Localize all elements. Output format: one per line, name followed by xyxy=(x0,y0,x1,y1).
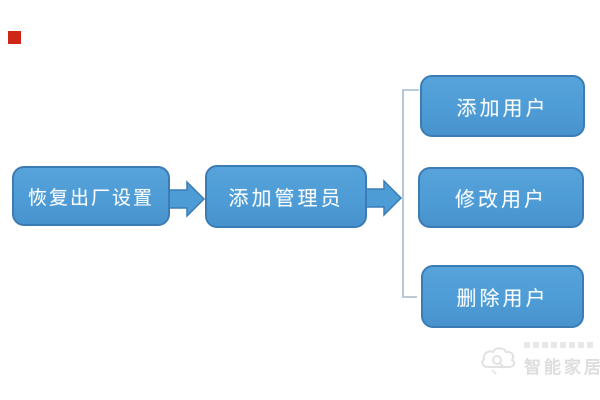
node-label-add-user: 添加用户 xyxy=(456,97,549,120)
watermark-small-text-blur xyxy=(524,342,594,348)
watermark: 智能家居 xyxy=(478,342,600,378)
node-modify-user: 修改用户 xyxy=(418,167,584,228)
red-marker xyxy=(8,31,21,44)
node-label-restore-factory: 恢复出厂设置 xyxy=(27,187,154,209)
watermark-brand-text: 智能家居 xyxy=(524,358,600,377)
bracket-connector xyxy=(402,89,419,298)
node-add-user: 添加用户 xyxy=(420,75,585,137)
cloud-logo-icon xyxy=(481,347,516,375)
node-delete-user: 删除用户 xyxy=(421,265,584,328)
node-label-add-admin: 添加管理员 xyxy=(228,188,344,210)
node-restore-factory: 恢复出厂设置 xyxy=(12,166,170,226)
node-label-delete-user: 删除用户 xyxy=(456,288,549,310)
node-add-admin: 添加管理员 xyxy=(205,165,367,228)
arrow-right-icon xyxy=(365,179,403,217)
watermark-text-block: 智能家居 xyxy=(524,342,600,378)
node-label-modify-user: 修改用户 xyxy=(455,189,547,211)
arrow-right-icon xyxy=(168,180,206,218)
